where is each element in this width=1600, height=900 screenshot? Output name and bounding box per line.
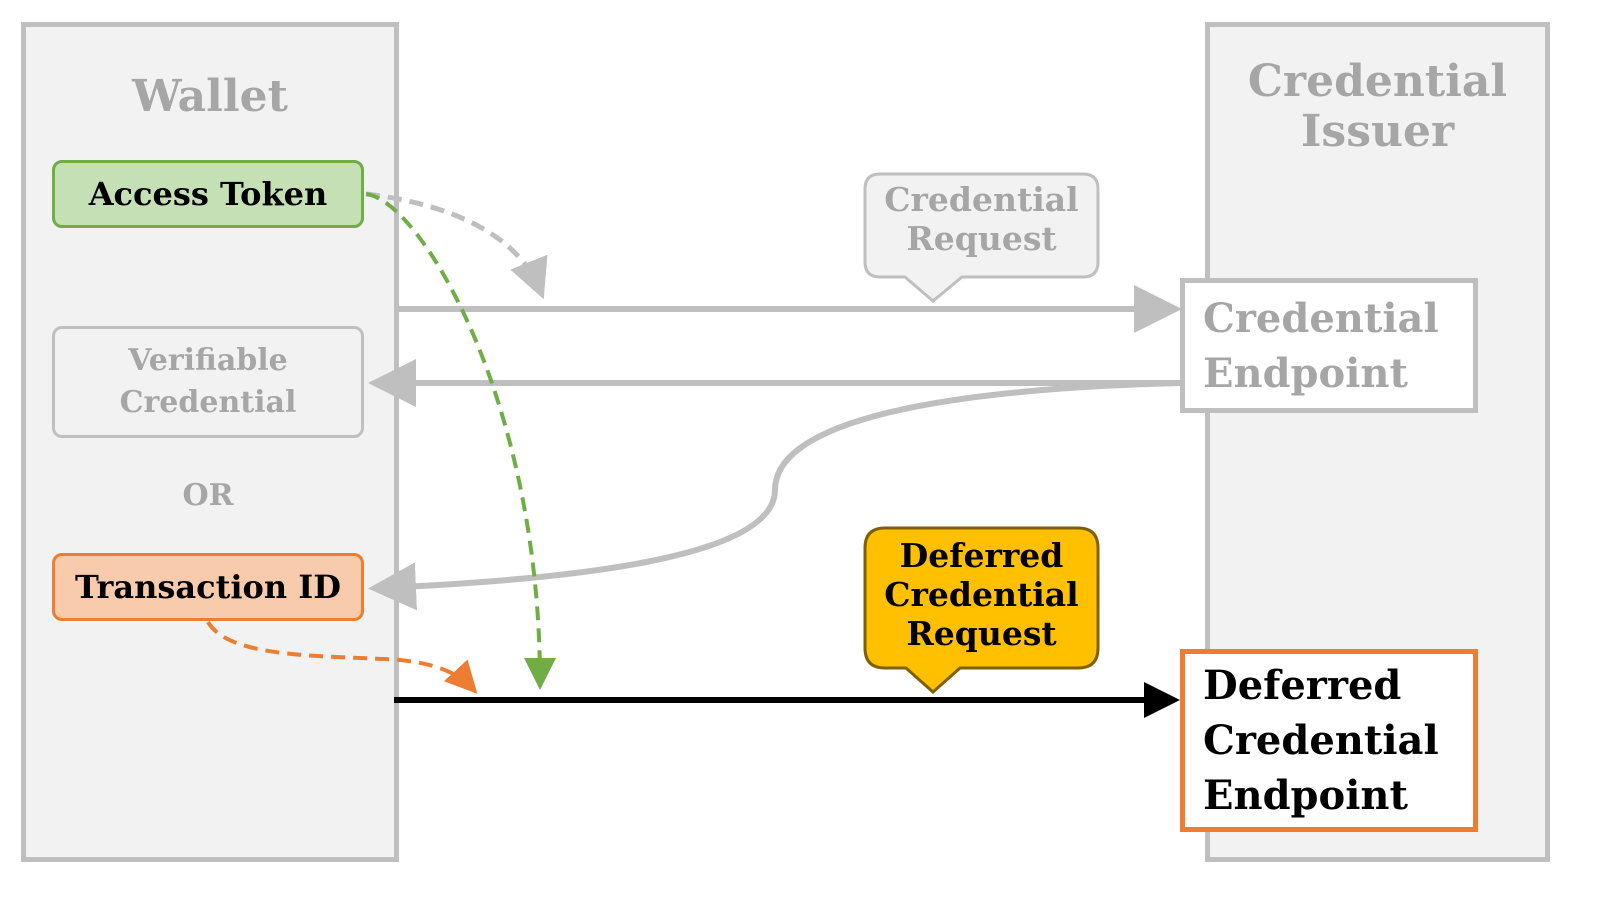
transaction-id-box[interactable]: Transaction ID bbox=[52, 553, 364, 621]
deferred-endpoint-line3: Endpoint bbox=[1203, 772, 1408, 819]
credential-request-line1: Credential bbox=[884, 180, 1079, 219]
deferred-credential-request-text: Deferred Credential Request bbox=[865, 536, 1098, 653]
access-token-to-credential-request-arrow bbox=[365, 191, 548, 300]
deferred-endpoint-line1: Deferred bbox=[1203, 662, 1402, 709]
deferred-credential-request-bubble bbox=[863, 526, 1100, 695]
verifiable-credential-line1: Verifiable bbox=[128, 343, 288, 378]
credential-issuer-title: Credential Issuer bbox=[1210, 57, 1545, 157]
transaction-id-to-deferred-request-arrow bbox=[206, 620, 478, 694]
credential-request-line2: Request bbox=[906, 219, 1057, 258]
credential-issuer-title-line1: Credential bbox=[1247, 56, 1508, 107]
transaction-id-response-arrow bbox=[368, 380, 1183, 611]
credential-endpoint-line1: Credential bbox=[1203, 294, 1439, 342]
deferred-credential-request-line2: Credential bbox=[884, 575, 1079, 614]
deferred-endpoint-line2: Credential bbox=[1203, 717, 1439, 764]
transaction-id-label: Transaction ID bbox=[75, 568, 341, 606]
deferred-credential-endpoint-box[interactable]: Deferred Credential Endpoint bbox=[1180, 649, 1478, 832]
credential-request-text: Credential Request bbox=[865, 180, 1098, 258]
credential-issuer-title-line2: Issuer bbox=[1300, 106, 1455, 157]
or-label: OR bbox=[182, 478, 234, 513]
verifiable-credential-box[interactable]: Verifiable Credential bbox=[52, 326, 364, 438]
deferred-credential-request-line1: Deferred bbox=[899, 536, 1064, 575]
access-token-box[interactable]: Access Token bbox=[52, 160, 364, 228]
deferred-credential-request-line3: Request bbox=[906, 614, 1057, 653]
credential-endpoint-line2: Endpoint bbox=[1203, 349, 1408, 397]
wallet-title: Wallet bbox=[132, 71, 288, 122]
credential-request-bubble bbox=[863, 172, 1100, 303]
verifiable-credential-line2: Credential bbox=[119, 385, 297, 420]
credential-endpoint-box[interactable]: Credential Endpoint bbox=[1180, 278, 1478, 413]
access-token-to-deferred-request-arrow bbox=[365, 192, 556, 690]
access-token-label: Access Token bbox=[88, 175, 328, 213]
